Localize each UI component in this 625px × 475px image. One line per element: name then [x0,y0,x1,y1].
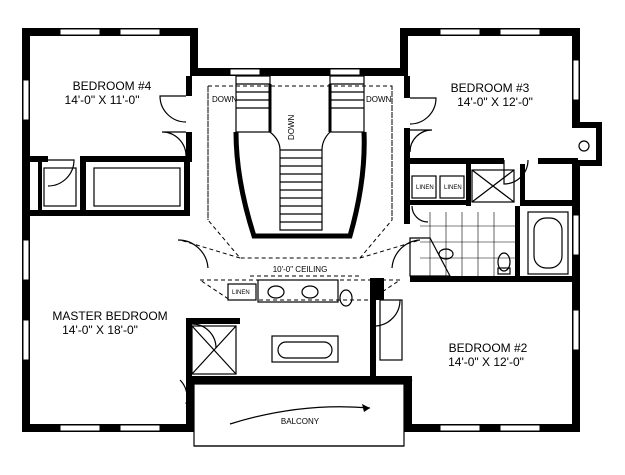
bedroom3-dims: 14'-0" X 12'-0" [457,95,533,109]
down-left-label: DOWN [212,95,238,104]
bedroom2-dims: 14'-0" X 12'-0" [448,355,524,369]
bedroom3-name: BEDROOM #3 [451,81,530,95]
linen-master-label: LINEN [232,290,250,296]
fixtures [43,140,590,447]
down-center-label: DOWN [287,114,296,140]
bedroom4-dims: 14'-0" X 11'-0" [65,93,140,107]
room-labels: BEDROOM #4 14'-0" X 11'-0" BEDROOM #3 14… [52,79,533,369]
stairs [179,75,421,301]
linen-a-label: LINEN [416,185,434,191]
master-dims: 14'-0" X 18'-0" [62,323,138,337]
down-right-label: DOWN [366,95,392,104]
linen-b-label: LINEN [444,185,462,191]
interior-walls [22,76,578,378]
bedroom2-name: BEDROOM #2 [449,341,528,355]
master-name: MASTER BEDROOM [52,309,167,323]
bedroom4-name: BEDROOM #4 [73,79,152,93]
ceiling-label: 10'-0" CEILING [273,265,328,274]
annotations: DOWN DOWN DOWN 10'-0" CEILING LINEN LINE… [212,95,462,426]
balcony-label: BALCONY [281,417,320,426]
tile-floor [420,212,515,276]
windows [22,28,580,432]
